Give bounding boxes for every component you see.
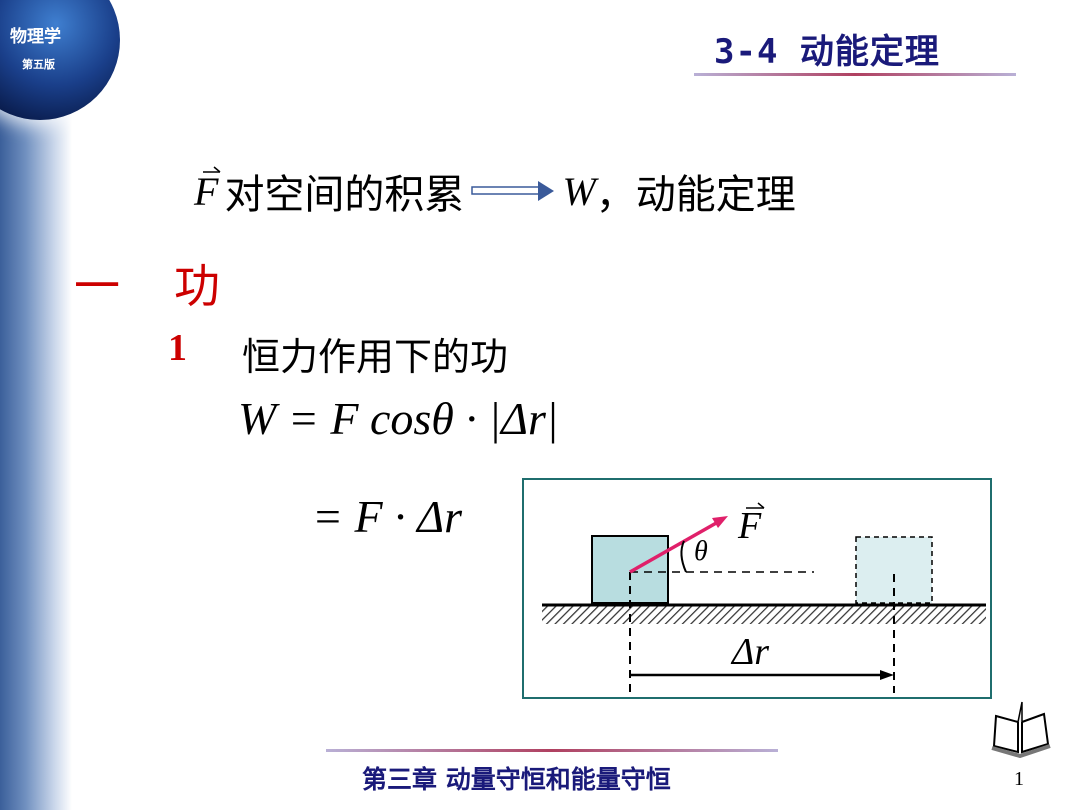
dot-product-equation: = F · Δr [312,491,463,542]
work-equation: W = F cosθ · |Δr| [238,393,559,444]
force-symbol-letter: F [194,168,219,214]
force-vector [629,520,719,574]
subsection-title: 恒力作用下的功 [242,335,509,379]
slide-title: 3-4 动能定理 [714,32,940,72]
title-underline [694,73,1016,76]
displacement-arrowhead [880,670,894,680]
sidebar-decoration [0,0,72,810]
intro-line: F 对空间的积累 W ，动能定理 [194,162,796,220]
work-symbol: W [562,168,596,214]
angle-arc [680,540,687,573]
logo-edition: 第五版 [22,58,55,71]
page-number: 1 [1014,768,1024,790]
globe-logo [0,0,120,120]
book-icon[interactable] [988,700,1054,758]
ground-hatch [542,606,986,624]
subsection-number: 1 [168,327,187,369]
angle-label: θ [694,536,708,567]
intro-text: 对空间的积累 [224,172,465,218]
displacement-label: Δr [730,631,769,673]
section-title: 功 [174,259,220,313]
logo-title: 物理学 [10,27,61,47]
section-heading: 一功 [74,250,220,316]
force-symbol: F [194,165,221,215]
intro-suffix: ，动能定理 [595,172,796,218]
force-arrowhead [712,516,728,528]
force-vector-arrow-icon [746,502,765,509]
work-diagram: θ F Δr [522,478,992,699]
section-number: 一 [74,259,120,313]
force-label: F [737,505,762,547]
vector-arrow-icon [203,165,221,173]
chapter-footer: 第三章 动量守恒和能量守恒 [362,765,671,794]
arrow-icon [471,181,555,201]
footer-line [326,749,778,752]
